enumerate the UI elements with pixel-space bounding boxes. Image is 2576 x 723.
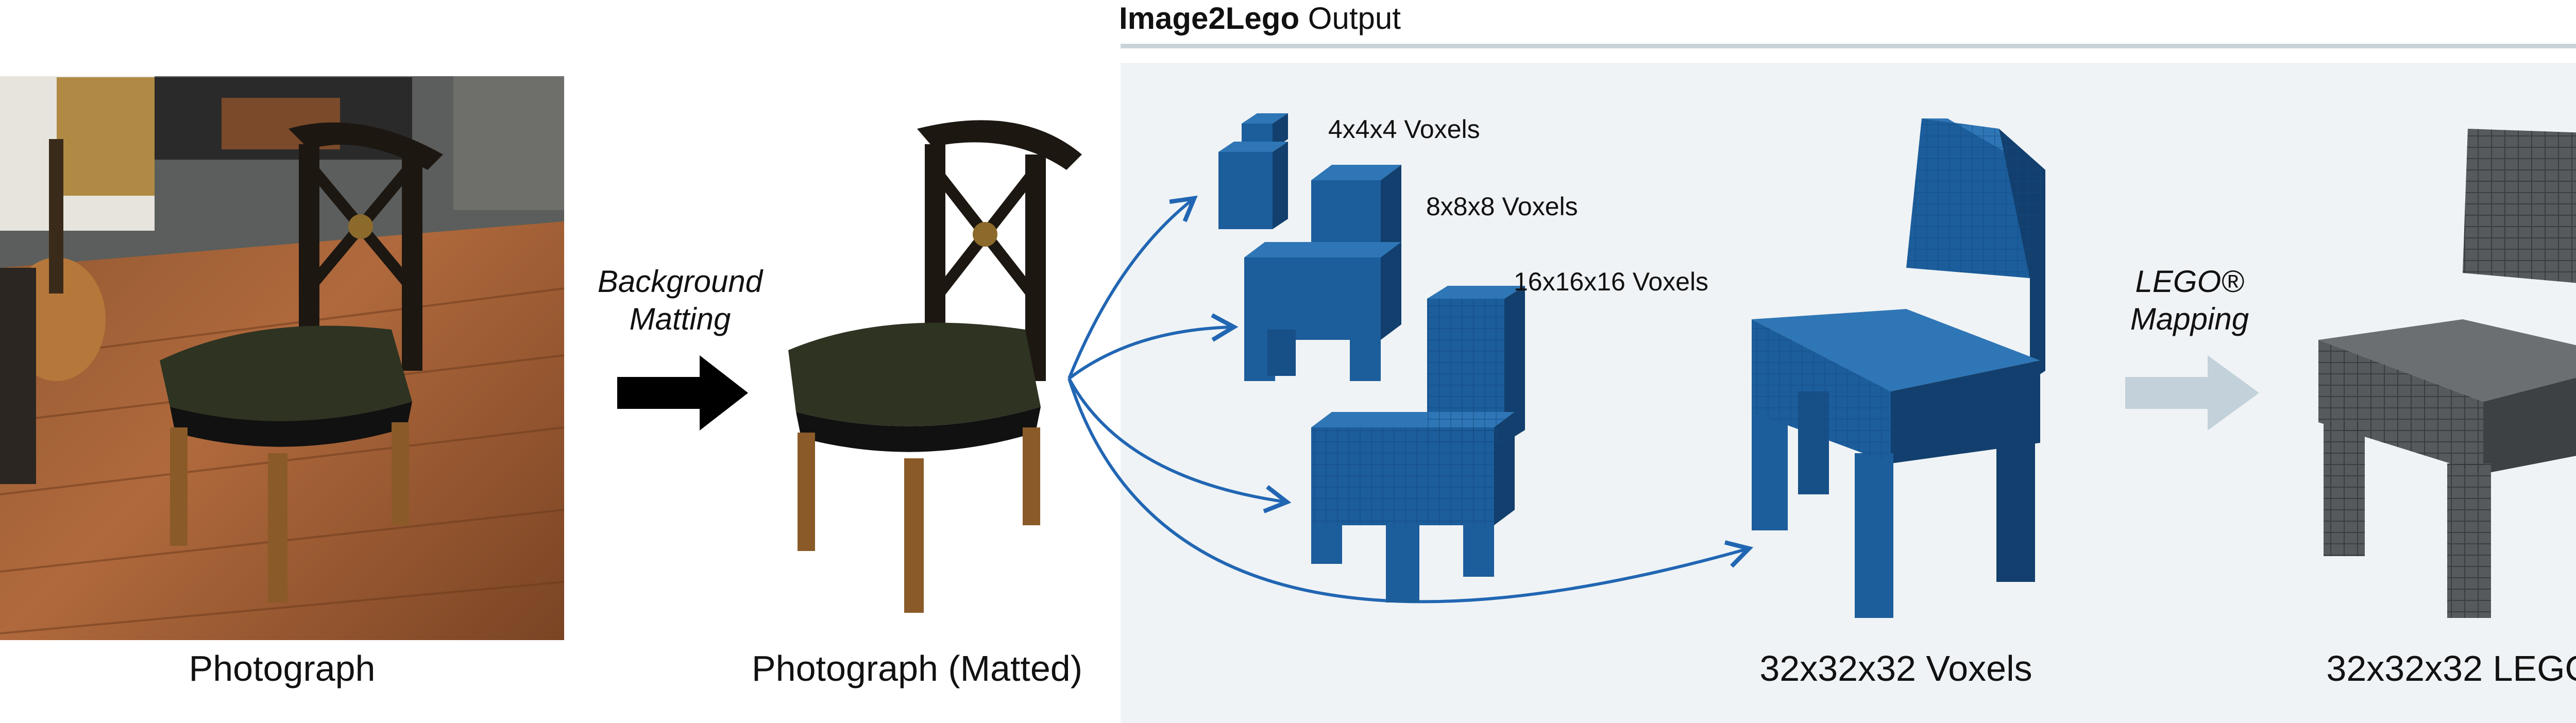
matting-step-label: Background Matting (587, 263, 773, 338)
curved-arrow-icon (1067, 378, 1754, 604)
curved-arrow-icon (1067, 195, 1198, 380)
voxel-8x8x8 (1244, 165, 1401, 381)
caption-voxels-32: 32x32x32 Voxels (1759, 648, 2032, 688)
curved-arrow-icon (1068, 313, 1239, 380)
output-header: Image2Lego Output (1119, 0, 1401, 37)
matting-line1: Background (597, 264, 763, 299)
curved-arrow-icon (1067, 377, 1292, 513)
matting-line2: Matting (629, 302, 731, 336)
matted-chair-image (788, 120, 1082, 613)
voxel-16x16x16 (1311, 286, 1525, 602)
header-title-rest: Output (1299, 1, 1401, 36)
caption-lego-32: 32x32x32 LEGO® (2326, 648, 2576, 688)
header-title-bold: Image2Lego (1119, 1, 1300, 36)
photograph-image (0, 76, 565, 640)
branch-arrows (1067, 195, 1754, 604)
lego-line1: LEGO® (2135, 264, 2244, 299)
label-4x4x4: 4x4x4 Voxels (1328, 115, 1480, 144)
voxel-32x32x32 (1752, 118, 2045, 618)
label-8x8x8: 8x8x8 Voxels (1426, 192, 1578, 221)
matting-arrow-icon (617, 355, 748, 431)
caption-matted: Photograph (Matted) (751, 648, 1083, 688)
lego-arrow-icon (2125, 355, 2259, 431)
header-rule (1121, 44, 2576, 48)
voxel-4x4x4 (1218, 113, 1288, 229)
lego-step-label: LEGO® Mapping (2102, 263, 2277, 338)
lego-32x32x32 (2318, 129, 2576, 618)
label-16x16x16: 16x16x16 Voxels (1514, 267, 1709, 296)
caption-photograph: Photograph (189, 648, 376, 688)
lego-line2: Mapping (2130, 302, 2249, 336)
